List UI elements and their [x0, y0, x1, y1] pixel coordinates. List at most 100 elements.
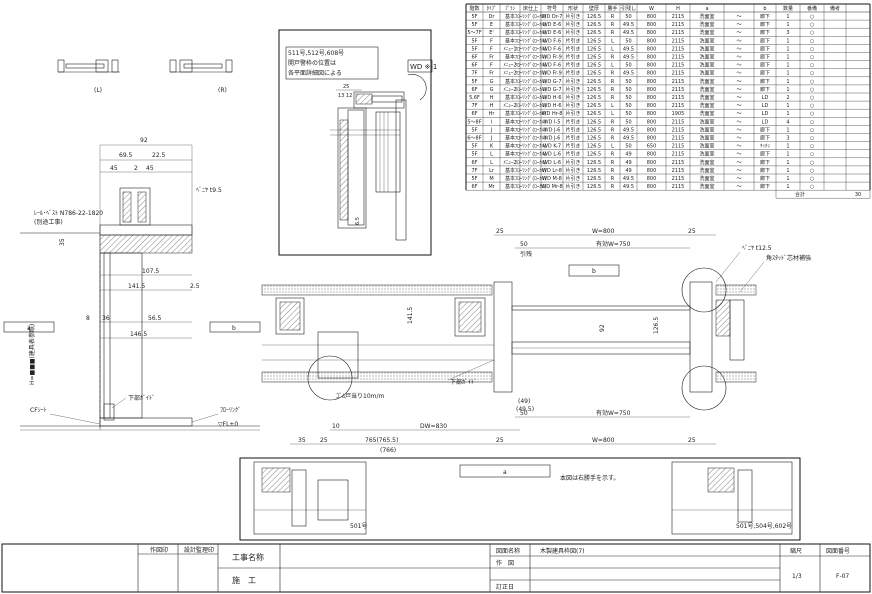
schedule-cell: L [611, 46, 614, 52]
schedule-cell: 126.5 [587, 87, 601, 93]
schedule-cell: ﾌﾛｰﾘﾝｸﾞ(ﾛｰｶﾙ) [515, 135, 546, 142]
schedule-cell: 廊下 [760, 86, 770, 93]
schedule-cell: 126.5 [587, 176, 601, 182]
schedule-cell: G [490, 79, 494, 85]
schedule-cell: L [611, 103, 614, 109]
plan-dim-10: 10 [332, 423, 340, 430]
schedule-cell: L [611, 111, 614, 117]
schedule-cell: R [611, 119, 615, 125]
schedule-cell: 2115 [672, 119, 685, 125]
schedule-cell: 片引き [565, 37, 580, 44]
schedule-header: 数量 [783, 5, 793, 12]
schedule-cell: 1 [786, 160, 789, 166]
schedule-cell: ○ [810, 136, 814, 142]
schedule-cell: 片引き [565, 54, 580, 61]
schedule-cell: WD J-6 [544, 136, 561, 142]
schedule-header: 形状 [568, 5, 578, 12]
schedule-cell: ○ [810, 22, 814, 28]
schedule-cell: 廊下 [760, 29, 770, 36]
schedule-cell: 洗面室 [699, 62, 714, 69]
schedule-cell: 5,6F [469, 95, 480, 101]
schedule-cell: 片引き [565, 167, 580, 174]
scale-label: 縮尺 [790, 547, 802, 555]
schedule-cell: 3 [786, 136, 789, 142]
schedule-cell: 〜 [736, 127, 741, 133]
schedule-cell: 廊下 [760, 13, 770, 20]
schedule-cell: ○ [810, 71, 814, 77]
schedule-cell: R [611, 127, 615, 133]
schedule-cell: R [611, 79, 615, 85]
schedule-cell: 800 [647, 119, 657, 125]
schedule-cell: 〜 [736, 71, 741, 77]
plan-dim-w800-bot: W=800 [592, 437, 615, 444]
schedule-header: ﾌﾟﾗﾝ [505, 5, 516, 12]
schedule-cell: ○ [810, 144, 814, 150]
room-right-label: 501号,504号,602号 [736, 523, 792, 530]
schedule-cell: 1 [786, 103, 789, 109]
schedule-cell: 800 [647, 87, 657, 93]
height-label: H=■■■(建具表参照) [28, 324, 36, 385]
plan-dim-92: 92 [599, 324, 606, 332]
schedule-cell: 片引き [565, 151, 580, 158]
schedule-cell: 50 [625, 111, 631, 117]
plan-tag-b: b [592, 268, 596, 275]
schedule-cell: 2115 [672, 160, 685, 166]
schedule-cell: 廊下 [760, 151, 770, 158]
schedule-cell: 洗面室 [699, 37, 714, 44]
plan-floor-guide: 下部ｶﾞｲﾄﾞ [450, 378, 477, 386]
schedule-cell: 〜 [736, 136, 741, 142]
schedule-cell: ﾌﾛｰﾘﾝｸﾞ(ﾛｰｶﾙ) [515, 159, 546, 166]
plan-dim-25b: 25 [320, 437, 328, 444]
schedule-cell: 800 [647, 46, 657, 52]
schedule-cell: 洗面室 [699, 70, 714, 77]
schedule-cell: 1 [786, 71, 789, 77]
schedule-cell: 126.5 [587, 95, 601, 101]
sec-dim-141-5: 141.5 [128, 283, 145, 290]
schedule-cell: 5F [471, 14, 477, 20]
schedule-cell: E [490, 22, 493, 28]
schedule-cell: ﾒﾆｭｰ2 [503, 103, 516, 109]
schedule-cell: 〜 [736, 79, 741, 85]
schedule-cell: 1 [786, 184, 789, 190]
schedule-cell: 〜 [736, 46, 741, 52]
schedule-cell: WD F-6 [543, 63, 561, 69]
schedule-cell: ○ [810, 127, 814, 133]
schedule-cell: 〜 [736, 95, 741, 101]
schedule-cell: 廊下 [760, 54, 770, 61]
schedule-cell: ｷｯﾁﾝ [760, 144, 771, 150]
plan-dim-765: 765(765.5) [365, 437, 398, 444]
schedule-cell: 廊下 [760, 45, 770, 52]
schedule-cell: 49.5 [623, 127, 634, 133]
schedule-cell: 〜 [736, 103, 741, 109]
schedule-cell: R [611, 14, 615, 20]
schedule-cell: 基本 [505, 110, 515, 117]
plan-veneer: ﾍﾞﾆﾔ t12.5 [742, 245, 772, 252]
schedule-cell: 洗面室 [699, 126, 714, 133]
schedule-cell: ﾌﾛｰﾘﾝｸﾞ(ﾛｰｶﾙ) [515, 102, 546, 109]
schedule-cell: 2115 [672, 46, 685, 52]
schedule-cell: 〜 [736, 160, 741, 166]
schedule-cell: ﾌﾛｰﾘﾝｸﾞ(ﾛｰｶﾙ) [515, 13, 546, 20]
schedule-cell: 1 [786, 176, 789, 182]
schedule-cell: ○ [810, 14, 814, 20]
schedule-cell: 800 [647, 103, 657, 109]
schedule-cell: 〜 [736, 176, 741, 182]
schedule-cell: 基本 [505, 151, 515, 158]
construction-label: 施 工 [232, 575, 256, 585]
schedule-cell: 基本 [505, 78, 515, 85]
schedule-cell: 800 [647, 38, 657, 44]
schedule-cell: 廊下 [760, 78, 770, 85]
sec-dim-22-5: 22.5 [152, 152, 166, 159]
schedule-cell: 5F [471, 176, 477, 182]
schedule-cell: ○ [810, 30, 814, 36]
schedule-cell: 126.5 [587, 144, 601, 150]
schedule-cell: 廊下 [760, 21, 770, 28]
schedule-cell: 5F [471, 46, 477, 52]
schedule-cell: K [490, 144, 494, 150]
section-tag-b: b [232, 325, 236, 332]
schedule-cell: 50 [625, 63, 631, 69]
schedule-cell: ﾌﾛｰﾘﾝｸﾞ(ﾛｰｶﾙ) [515, 78, 546, 85]
plan-dim-25-r: 25 [688, 228, 696, 235]
